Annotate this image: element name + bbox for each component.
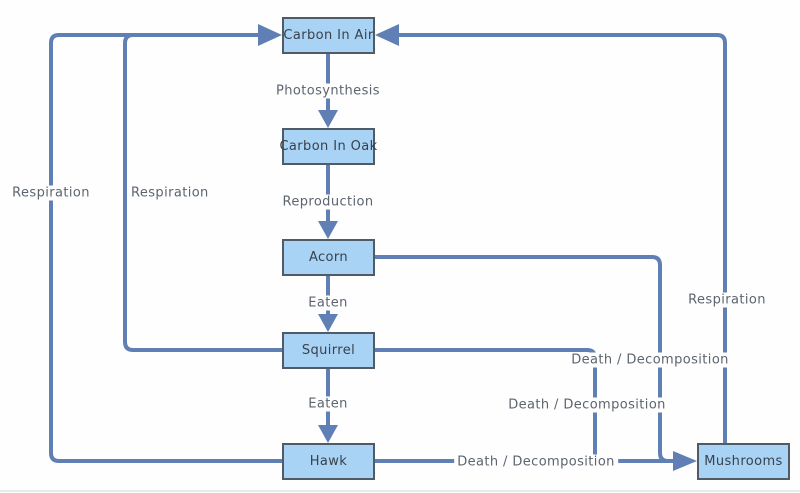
node-mushrooms: Mushrooms <box>697 443 790 480</box>
arrowhead-into-hawk <box>318 425 338 443</box>
edge-label-photosynthesis: Photosynthesis <box>273 83 383 99</box>
arrowhead-into-squirrel <box>318 314 338 332</box>
edge-label-eaten-squirrel-hawk: Eaten <box>305 396 351 412</box>
edge-label-death-squirrel: Death / Decomposition <box>505 397 669 413</box>
node-hawk: Hawk <box>282 443 375 480</box>
edge-label-death-hawk: Death / Decomposition <box>454 454 618 470</box>
node-carbon-in-oak: Carbon In Oak <box>279 128 378 165</box>
node-carbon-in-air: Carbon In Air <box>282 17 375 54</box>
arrowhead-into-mushrooms <box>673 451 697 471</box>
node-carbon-in-oak-label: Carbon In Oak <box>279 139 378 154</box>
arrowhead-into-carbon-in-air-left <box>258 24 282 46</box>
edge-respiration-hawk <box>49 33 282 463</box>
edge-label-death-acorn: Death / Decomposition <box>568 352 732 368</box>
edge-respiration-mushrooms <box>397 33 727 443</box>
edge-label-reproduction: Reproduction <box>279 194 377 210</box>
node-hawk-label: Hawk <box>309 454 348 469</box>
arrowhead-into-carbon-in-air-right <box>375 24 399 46</box>
arrowhead-into-acorn <box>318 221 338 239</box>
edge-respiration-squirrel <box>123 33 282 352</box>
node-squirrel-label: Squirrel <box>301 343 356 358</box>
node-carbon-in-air-label: Carbon In Air <box>283 28 374 43</box>
node-acorn-label: Acorn <box>308 250 349 265</box>
edge-label-eaten-acorn-squirrel: Eaten <box>305 295 351 311</box>
edge-label-respiration-mushrooms: Respiration <box>685 292 769 308</box>
page-bottom-edge <box>0 490 800 492</box>
node-mushrooms-label: Mushrooms <box>704 454 783 469</box>
edge-label-respiration-hawk: Respiration <box>9 185 93 201</box>
arrowhead-into-carbon-in-oak <box>318 110 338 128</box>
edge-label-respiration-squirrel: Respiration <box>128 185 212 201</box>
node-acorn: Acorn <box>282 239 375 276</box>
node-squirrel: Squirrel <box>282 332 375 369</box>
